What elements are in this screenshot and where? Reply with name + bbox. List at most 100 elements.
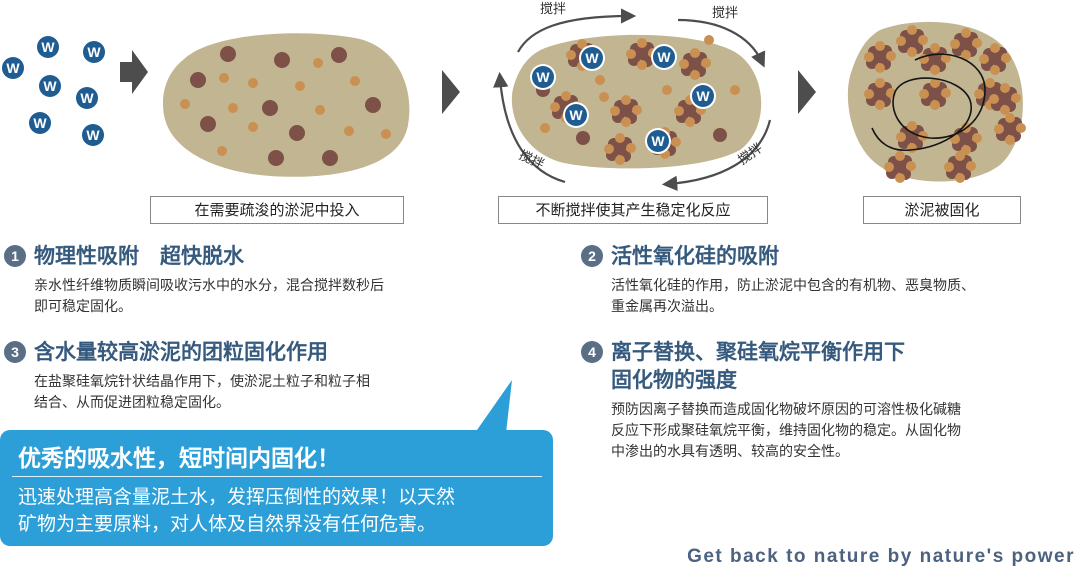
cluster-light-particle — [990, 43, 1000, 53]
cluster-light-particle — [632, 105, 642, 115]
cluster-light-particle — [907, 25, 917, 35]
water-molecule-icon: W — [0, 55, 26, 81]
cluster-light-particle — [637, 60, 647, 70]
cluster-light-particle — [690, 48, 700, 58]
stir-label-top-right: 搅拌 — [712, 5, 738, 21]
cluster-light-particle — [566, 50, 576, 60]
stir-arrow-bottom-left — [493, 71, 566, 184]
cluster-light-particle — [621, 95, 631, 105]
light-particle — [315, 105, 325, 115]
light-particle — [350, 76, 360, 86]
cluster-light-particle — [961, 50, 971, 60]
particle-cluster — [989, 83, 1021, 115]
cluster-dark-particle — [929, 53, 941, 65]
cluster-light-particle — [990, 65, 1000, 75]
water-badge-circle — [37, 36, 59, 58]
water-molecule-icon: W — [35, 34, 61, 60]
stir-arrow-top-left — [517, 8, 637, 53]
callout-divider — [12, 476, 542, 477]
section-number-badge: 4 — [581, 341, 603, 363]
dark-particle — [289, 125, 305, 141]
cluster-light-particle — [886, 51, 896, 61]
cluster-light-particle — [1000, 83, 1010, 93]
light-particle — [295, 81, 305, 91]
sludge-particles — [180, 46, 391, 166]
cluster-dark-particle — [684, 105, 696, 117]
section-number-badge: 2 — [581, 245, 603, 267]
dark-particle — [322, 150, 338, 166]
cluster-light-particle — [907, 47, 917, 57]
cluster-light-particle — [674, 106, 684, 116]
cluster-dark-particle — [636, 48, 648, 60]
cluster-light-particle — [918, 35, 928, 45]
cluster-light-particle — [941, 88, 951, 98]
particle-cluster — [944, 151, 976, 183]
cluster-light-particle — [626, 49, 636, 59]
water-badge-circle — [83, 41, 105, 63]
water-molecule-icon: W — [579, 45, 605, 71]
cluster-light-particle — [972, 38, 982, 48]
cluster-light-particle — [966, 161, 976, 171]
cluster-light-particle — [896, 132, 906, 142]
cluster-light-particle — [919, 89, 929, 99]
water-molecule-icon: W — [530, 64, 556, 90]
section-text-line: 反应下形成聚硅氧烷平衡，维持固化物的稳定。从固化物 — [611, 423, 961, 439]
particle-cluster — [884, 151, 916, 183]
water-badge-circle — [692, 85, 714, 107]
cluster-light-particle — [950, 39, 960, 49]
cluster-dark-particle — [894, 161, 906, 173]
water-badge-letter: W — [696, 88, 710, 104]
light-particle — [540, 123, 550, 133]
water-molecule-icon: W — [74, 85, 100, 111]
sludge-blob-before — [162, 33, 410, 177]
cluster-light-particle — [550, 102, 560, 112]
cluster-light-particle — [994, 124, 1004, 134]
mixing-particles — [536, 35, 740, 145]
cluster-light-particle — [895, 151, 905, 161]
cluster-dark-particle — [929, 88, 941, 100]
water-badge-circle — [2, 57, 24, 79]
section-title: 物理性吸附 超快脱水 — [34, 244, 244, 268]
cluster-dark-particle — [1004, 123, 1016, 135]
particle-cluster — [919, 78, 951, 110]
process-arrow-1 — [120, 50, 148, 94]
water-badge-letter: W — [657, 49, 671, 65]
cluster-light-particle — [941, 53, 951, 63]
dark-particle — [190, 72, 206, 88]
water-badge-letter: W — [87, 44, 101, 60]
cluster-light-particle — [615, 155, 625, 165]
cluster-dark-particle — [689, 58, 701, 70]
callout-text-line: 矿物为主要原料，对人体及自然界没有任何危害。 — [18, 513, 437, 535]
water-badge-letter: W — [43, 78, 57, 94]
water-molecule-icon: W — [651, 44, 677, 70]
dark-particle — [274, 52, 290, 68]
cluster-light-particle — [1005, 113, 1015, 123]
dark-particle — [713, 128, 727, 142]
water-badge-letter: W — [585, 50, 599, 66]
tagline: Get back to nature by nature's power — [687, 546, 1075, 567]
water-molecule-icon: W — [80, 122, 106, 148]
binding-loop — [871, 53, 986, 152]
cluster-light-particle — [637, 38, 647, 48]
light-particle — [730, 85, 740, 95]
water-badge-circle — [565, 104, 587, 126]
cluster-light-particle — [979, 54, 989, 64]
dark-particle — [268, 150, 284, 166]
section-text-line: 中渗出的水具有透明、较高的安全性。 — [611, 444, 849, 460]
stir-arrow-top-right — [677, 18, 766, 68]
cluster-light-particle — [864, 89, 874, 99]
cluster-light-particle — [955, 151, 965, 161]
solidified-clusters — [864, 25, 1026, 183]
cluster-light-particle — [875, 63, 885, 73]
particle-cluster — [626, 38, 658, 70]
cluster-light-particle — [604, 144, 614, 154]
particle-cluster — [979, 43, 1011, 75]
cluster-dark-particle — [989, 53, 1001, 65]
cluster-light-particle — [1000, 105, 1010, 115]
cluster-light-particle — [701, 58, 711, 68]
cluster-light-particle — [561, 91, 571, 101]
cluster-light-particle — [906, 161, 916, 171]
section-title: 含水量较高淤泥的团粒固化作用 — [34, 340, 328, 364]
cluster-dark-particle — [954, 161, 966, 173]
